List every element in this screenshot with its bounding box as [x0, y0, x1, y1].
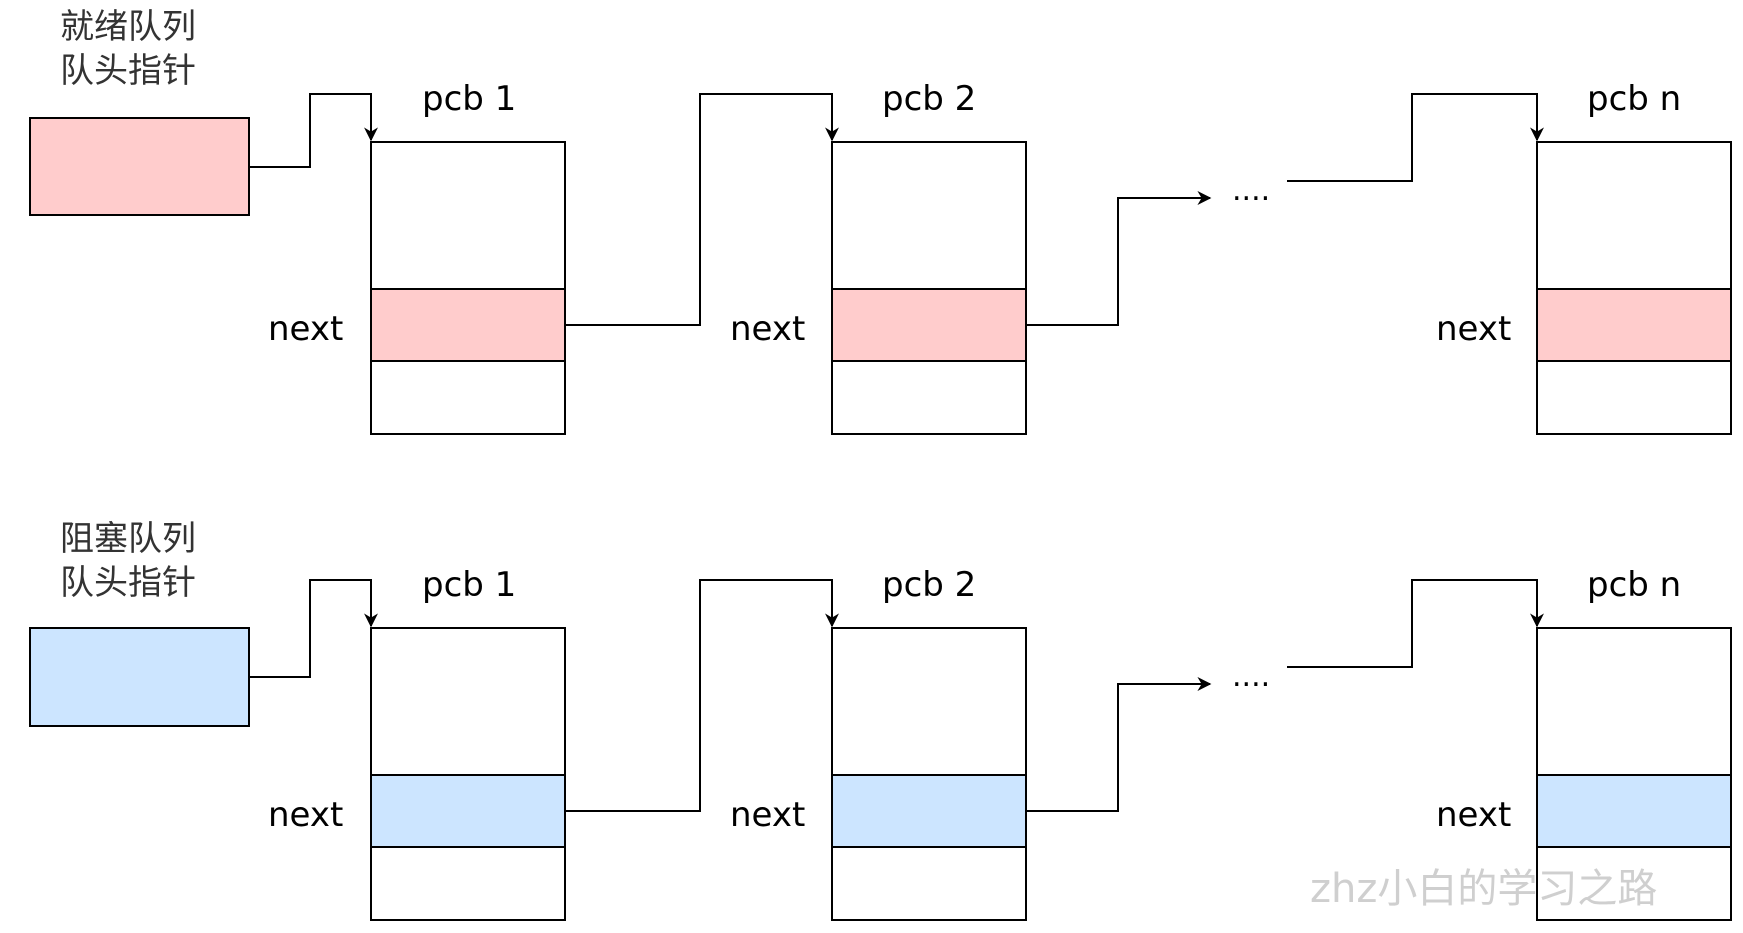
- blocked-ellipsis: ....: [1232, 659, 1270, 694]
- blocked-pcb-node-n: pcb n next: [1436, 565, 1732, 921]
- ready-pcb1-next-field: [370, 288, 566, 362]
- blocked-link-2-ellipsis: [1026, 677, 1212, 812]
- ready-pcb2-next-field: [831, 288, 1027, 362]
- ready-queue-row: 就绪队列 队头指针 pcb 1 next pcb 2 next .... pcb: [29, 7, 1732, 435]
- blocked-pcb2-title: pcb 2: [882, 565, 976, 605]
- blocked-pcb1-title: pcb 1: [422, 565, 516, 605]
- blocked-link-ellipsis-n: [1287, 579, 1544, 668]
- ready-pcbn-title: pcb n: [1587, 79, 1681, 119]
- watermark-text: zhz小白的学习之路: [1310, 866, 1657, 912]
- blocked-queue-row: 阻塞队列 队头指针 pcb 1 next pcb 2 next .... pcb: [29, 519, 1732, 921]
- ready-link-2-ellipsis: [1026, 191, 1212, 326]
- blocked-pcb1-next-label: next: [268, 795, 343, 835]
- blocked-head-pointer-box: [29, 627, 250, 727]
- blocked-head-label-line2: 队头指针: [60, 563, 196, 603]
- blocked-link-1-2: [565, 579, 839, 812]
- ready-pcb2-next-label: next: [730, 309, 805, 349]
- ready-pcb1-title: pcb 1: [422, 79, 516, 119]
- blocked-pcbn-next-label: next: [1436, 795, 1511, 835]
- blocked-pcbn-next-field: [1536, 774, 1732, 848]
- ready-pcbn-next-label: next: [1436, 309, 1511, 349]
- ready-link-ellipsis-n: [1287, 93, 1544, 182]
- ready-pcbn-next-field: [1536, 288, 1732, 362]
- ready-head-label-line1: 就绪队列: [60, 7, 196, 47]
- blocked-pcb1-next-field: [370, 774, 566, 848]
- ready-pcb-node-1: pcb 1 next: [268, 79, 566, 435]
- blocked-pcb-node-1: pcb 1 next: [268, 565, 566, 921]
- ready-head-pointer-box: [29, 117, 250, 216]
- ready-pcb2-title: pcb 2: [882, 79, 976, 119]
- blocked-pcbn-title: pcb n: [1587, 565, 1681, 605]
- ready-head-arrow: [249, 93, 378, 168]
- ready-pcb-node-2: pcb 2 next: [730, 79, 1027, 435]
- blocked-pcb-node-2: pcb 2 next: [730, 565, 1027, 921]
- ready-pcb1-next-label: next: [268, 309, 343, 349]
- blocked-pcb2-next-field: [831, 774, 1027, 848]
- ready-head-label-line2: 队头指针: [60, 51, 196, 91]
- blocked-head-label-line1: 阻塞队列: [60, 519, 196, 559]
- blocked-pcb2-next-label: next: [730, 795, 805, 835]
- ready-pcb-node-n: pcb n next: [1436, 79, 1732, 435]
- ready-link-1-2: [565, 93, 839, 326]
- blocked-head-arrow: [249, 579, 378, 678]
- ready-ellipsis: ....: [1232, 173, 1270, 208]
